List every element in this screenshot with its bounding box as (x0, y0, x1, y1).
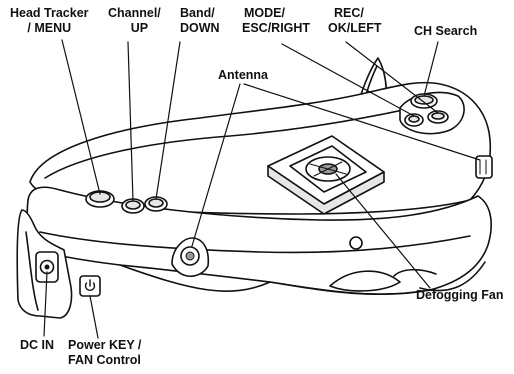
leader-ch-search (423, 41, 439, 97)
leader-channel (127, 41, 134, 202)
dc-in-port-core (44, 264, 50, 270)
left-side-inner (25, 231, 39, 311)
right-cheek (419, 261, 486, 292)
leader-power-key (89, 295, 99, 339)
leader-rec (345, 41, 439, 114)
label-defogging-fan: Defogging Fan (416, 288, 504, 302)
label-rec: REC/ OK/LEFT (328, 6, 382, 35)
label-band: Band/ DOWN (180, 6, 220, 35)
label-dc-in: DC IN (20, 338, 55, 352)
label-head-tracker: Head Tracker / MENU (10, 6, 89, 35)
leader-mode (281, 43, 415, 117)
leader-antenna-right (243, 83, 481, 161)
face-sweep-3 (269, 281, 431, 295)
leader-head-tracker (61, 39, 101, 195)
antenna-pin (185, 251, 195, 261)
top-contour (44, 103, 431, 179)
cheek-gap (393, 268, 437, 277)
label-power-key: Power KEY / FAN Control (68, 338, 142, 367)
label-mode: MODE/ ESC/RIGHT (242, 6, 311, 35)
center-small-button (349, 236, 363, 250)
label-channel: Channel/ UP (108, 6, 161, 35)
label-antenna: Antenna (218, 68, 268, 82)
leader-antenna-left (191, 83, 241, 247)
power-icon (84, 282, 96, 292)
face-sweep-1 (39, 231, 471, 254)
face-sweep-2 (119, 264, 271, 292)
front-band (26, 186, 492, 295)
label-ch-search: CH Search (414, 24, 478, 38)
leader-band (155, 41, 181, 200)
leader-defogging-fan (335, 173, 431, 289)
leader-dc-in (43, 271, 48, 337)
nose-bridge (329, 270, 401, 292)
fan-housing-base (267, 165, 385, 215)
